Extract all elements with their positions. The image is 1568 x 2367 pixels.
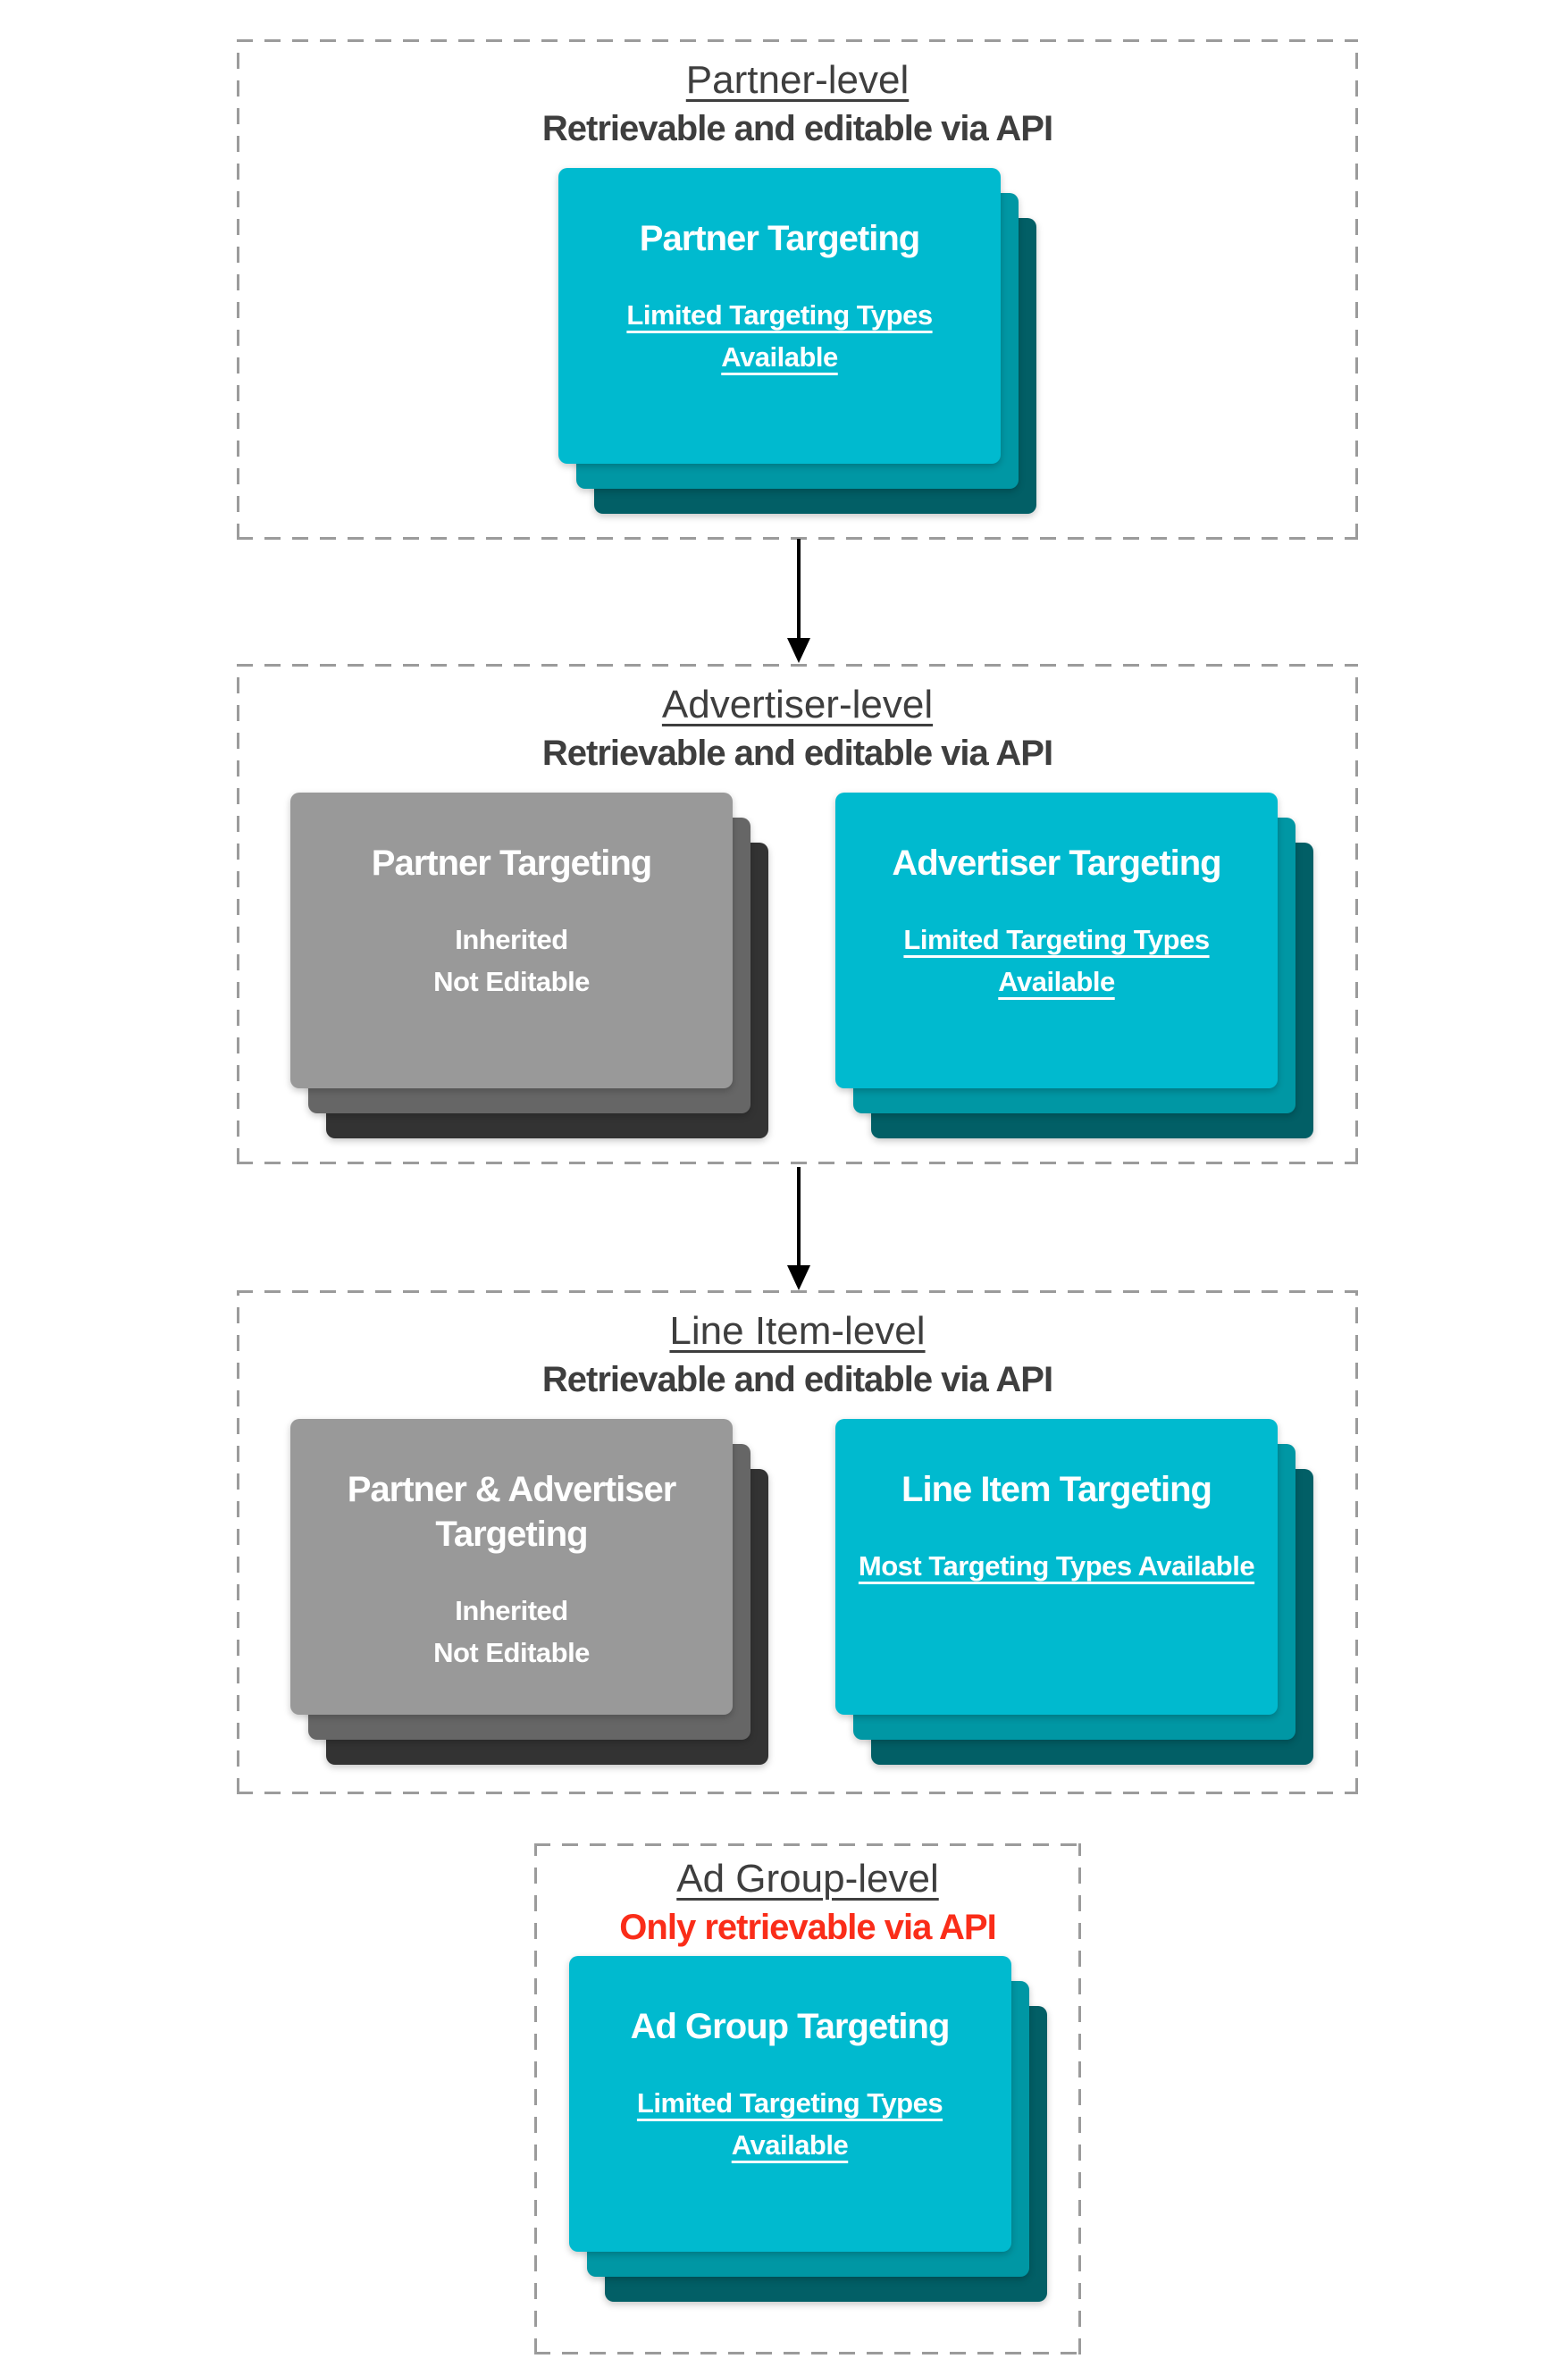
card-body: Inherited Not Editable xyxy=(308,919,715,1003)
card-layer-front: Partner & Advertiser Targeting Inherited… xyxy=(290,1419,733,1716)
arrow-shaft xyxy=(797,539,801,638)
card-advertiser-targeting: Advertiser Targeting Limited Targeting T… xyxy=(835,793,1313,1139)
down-arrow-advertiser-to-lineitem xyxy=(787,1167,810,1290)
card-row: Partner & Advertiser Targeting Inherited… xyxy=(237,1419,1358,1766)
card-face: Partner Targeting Inherited Not Editable xyxy=(290,793,733,1088)
card-body: Limited Targeting Types Available xyxy=(587,2083,994,2166)
card-line-item-targeting: Line Item Targeting Most Targeting Types… xyxy=(835,1419,1313,1766)
arrow-head-icon xyxy=(787,638,810,663)
card-layer-front: Partner Targeting Inherited Not Editable xyxy=(290,793,733,1089)
card-layer-front: Advertiser Targeting Limited Targeting T… xyxy=(835,793,1278,1089)
card-title: Advertiser Targeting xyxy=(892,844,1221,884)
section-ad-group-level: Ad Group-level Only retrievable via API … xyxy=(534,1843,1081,2354)
card-body-line: Inherited xyxy=(455,1595,568,1627)
card-partner-advertiser-targeting-inherited: Partner & Advertiser Targeting Inherited… xyxy=(290,1419,768,1766)
card-body-line: Not Editable xyxy=(433,965,590,997)
card-face: Partner Targeting Limited Targeting Type… xyxy=(558,168,1001,464)
card-title: Line Item Targeting xyxy=(901,1470,1212,1510)
section-title: Advertiser-level xyxy=(661,683,934,726)
card-ad-group-targeting: Ad Group Targeting Limited Targeting Typ… xyxy=(568,1956,1047,2303)
section-line-item-level: Line Item-level Retrievable and editable… xyxy=(237,1290,1358,1794)
section-subtitle: Retrievable and editable via API xyxy=(541,109,1053,149)
card-body-line: Limited Targeting Types Available xyxy=(903,924,1210,997)
section-advertiser-level: Advertiser-level Retrievable and editabl… xyxy=(237,664,1358,1164)
down-arrow-partner-to-advertiser xyxy=(787,539,810,663)
card-face: Ad Group Targeting Limited Targeting Typ… xyxy=(569,1956,1011,2252)
card-layer-front: Line Item Targeting Most Targeting Types… xyxy=(835,1419,1278,1716)
card-body: Most Targeting Types Available xyxy=(853,1546,1260,1588)
card-body-line: Most Targeting Types Available xyxy=(858,1550,1255,1582)
card-partner-targeting-inherited: Partner Targeting Inherited Not Editable xyxy=(290,793,768,1139)
section-title: Ad Group-level xyxy=(676,1857,939,1901)
card-title: Partner & Advertiser Targeting xyxy=(347,1470,677,1555)
section-title: Line Item-level xyxy=(669,1309,926,1353)
card-face: Line Item Targeting Most Targeting Types… xyxy=(835,1419,1278,1715)
card-title: Partner Targeting xyxy=(371,844,652,884)
card-title: Partner Targeting xyxy=(639,219,920,259)
card-body-line: Inherited xyxy=(455,924,568,956)
section-subtitle: Retrievable and editable via API xyxy=(541,1360,1053,1400)
card-body-line: Limited Targeting Types Available xyxy=(626,299,933,373)
arrow-head-icon xyxy=(787,1265,810,1290)
card-row: Partner Targeting Inherited Not Editable… xyxy=(237,793,1358,1139)
section-title: Partner-level xyxy=(685,58,910,102)
card-face: Advertiser Targeting Limited Targeting T… xyxy=(835,793,1278,1088)
card-face: Partner & Advertiser Targeting Inherited… xyxy=(290,1419,733,1715)
card-body-line: Limited Targeting Types Available xyxy=(636,2087,943,2161)
card-body: Inherited Not Editable xyxy=(308,1591,715,1674)
card-row: Partner Targeting Limited Targeting Type… xyxy=(237,168,1358,515)
card-partner-targeting: Partner Targeting Limited Targeting Type… xyxy=(558,168,1036,515)
card-body: Limited Targeting Types Available xyxy=(576,295,983,378)
card-body: Limited Targeting Types Available xyxy=(853,919,1260,1003)
card-body-line: Not Editable xyxy=(433,1636,590,1668)
arrow-shaft xyxy=(797,1167,801,1265)
card-layer-front: Ad Group Targeting Limited Targeting Typ… xyxy=(568,1956,1011,2253)
section-subtitle-alert: Only retrievable via API xyxy=(619,1908,996,1948)
section-partner-level: Partner-level Retrievable and editable v… xyxy=(237,39,1358,540)
card-title: Ad Group Targeting xyxy=(630,2007,951,2047)
section-subtitle: Retrievable and editable via API xyxy=(541,734,1053,774)
card-row: Ad Group Targeting Limited Targeting Typ… xyxy=(534,1956,1081,2303)
card-layer-front: Partner Targeting Limited Targeting Type… xyxy=(558,168,1001,465)
